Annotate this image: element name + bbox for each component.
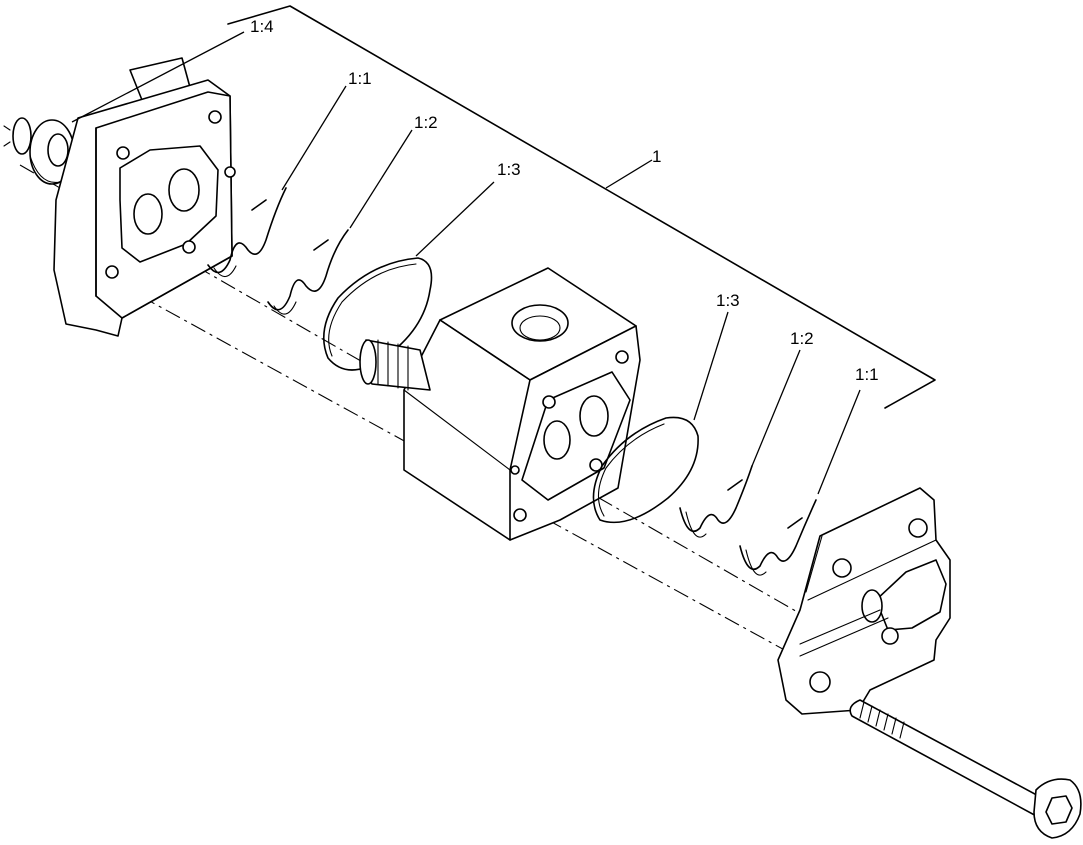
- seal-1-2-right: [679, 465, 753, 538]
- callout-1-2-left: 1:2: [414, 113, 438, 132]
- seal-1-1-left: [207, 187, 287, 278]
- left-retaining-ring: [3, 117, 32, 155]
- callout-1-4: 1:4: [250, 17, 274, 36]
- callout-1-1-left: 1:1: [348, 69, 372, 88]
- callout-1: 1: [652, 147, 661, 166]
- leader-lines: [71, 31, 861, 495]
- callout-1-1-right: 1:1: [855, 365, 879, 384]
- callout-1-3-right: 1:3: [716, 291, 740, 310]
- seal-1-1-right: [739, 499, 817, 576]
- seal-1-2-left: [267, 229, 349, 315]
- gasket-1-3-right: [592, 416, 699, 524]
- pump-body: [359, 267, 641, 541]
- callout-1-3-left: 1:3: [497, 160, 521, 179]
- cap-screw: [849, 699, 1082, 839]
- assembly-bracket: [227, 5, 936, 409]
- callout-labels: 1 1:4 1:1 1:2 1:3 1:3 1:2 1:1: [250, 17, 879, 384]
- left-end-plate: [53, 57, 236, 337]
- right-end-plate: [777, 487, 951, 715]
- callout-1-2-right: 1:2: [790, 329, 814, 348]
